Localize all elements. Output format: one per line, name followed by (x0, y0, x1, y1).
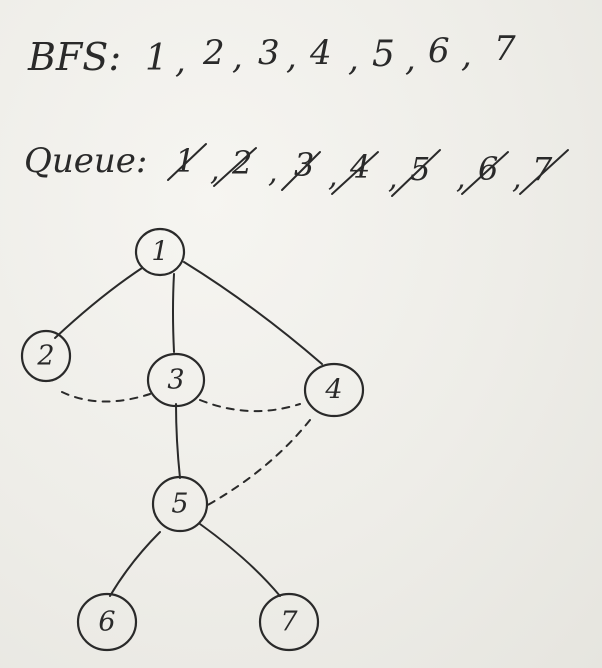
bfs-line: BFS: 1 , 2 , 3 , 4 , 5 , 6 , 7 (27, 29, 516, 81)
queue-separator: , (268, 155, 278, 190)
edge-3-5 (175, 403, 181, 479)
tree-node-4: 4 (303, 362, 365, 418)
cross-edges (61, 391, 311, 507)
node-label: 2 (36, 341, 54, 372)
cross-edge-3-4 (199, 399, 301, 413)
bfs-separator: , (286, 37, 297, 77)
bfs-separator: , (348, 39, 359, 79)
strike-mark (213, 147, 257, 187)
node-label: 1 (151, 237, 168, 268)
bfs-item-3: 3 (258, 33, 280, 73)
tree-nodes: 1 2 3 4 5 6 7 (20, 227, 365, 652)
strike-mark (167, 143, 207, 181)
tree-node-6: 6 (76, 592, 138, 652)
bfs-separator: , (175, 41, 186, 81)
strike-mark (519, 149, 569, 195)
queue-separator: , (512, 161, 522, 196)
bfs-separator: , (405, 39, 416, 79)
tree-node-5: 5 (151, 475, 209, 533)
queue-item-2: 2 (231, 144, 252, 182)
queue-separator: , (456, 161, 466, 196)
strike-mark (391, 149, 441, 197)
edge-1-4 (183, 261, 323, 365)
bfs-label: BFS: (27, 35, 121, 79)
tree-node-1: 1 (134, 227, 186, 277)
strike-mark (281, 151, 321, 191)
node-label: 5 (171, 489, 188, 520)
tree-node-3: 3 (146, 352, 206, 408)
queue-item-3: 3 (294, 146, 314, 184)
queue-item-7: 7 (532, 150, 553, 188)
queue-separator: , (388, 161, 398, 196)
node-label: 3 (167, 365, 184, 396)
tree-node-2: 2 (20, 329, 72, 383)
bfs-item-5: 5 (372, 34, 395, 75)
strike-mark (331, 151, 379, 195)
queue-separator: , (328, 159, 338, 194)
bfs-item-4: 4 (309, 33, 332, 73)
queue-item-1: 1 (175, 142, 195, 180)
cross-edge-2-3 (61, 391, 151, 403)
tree-edges (54, 261, 323, 597)
strike-mark (461, 151, 509, 195)
queue-line: Queue: 1 , 2 , 3 , 4 , 5 , 6 , 7 (24, 141, 569, 197)
bfs-item-7: 7 (494, 29, 516, 69)
bfs-item-6: 6 (428, 31, 450, 71)
node-label: 7 (280, 607, 298, 638)
tree-node-7: 7 (258, 592, 320, 652)
node-label: 4 (324, 375, 342, 406)
edge-5-6 (109, 531, 161, 597)
bfs-separator: , (232, 37, 243, 77)
edge-5-7 (199, 523, 281, 597)
queue-item-4: 4 (349, 148, 370, 186)
bfs-separator: , (461, 35, 472, 75)
edge-1-3 (172, 273, 175, 353)
bfs-item-1: 1 (145, 38, 168, 79)
cross-edge-4-5 (205, 419, 311, 507)
edge-1-2 (54, 267, 143, 339)
node-label: 6 (98, 607, 115, 638)
bfs-item-2: 2 (202, 33, 225, 73)
queue-separator: , (210, 153, 220, 188)
queue-label: Queue: (24, 141, 147, 181)
